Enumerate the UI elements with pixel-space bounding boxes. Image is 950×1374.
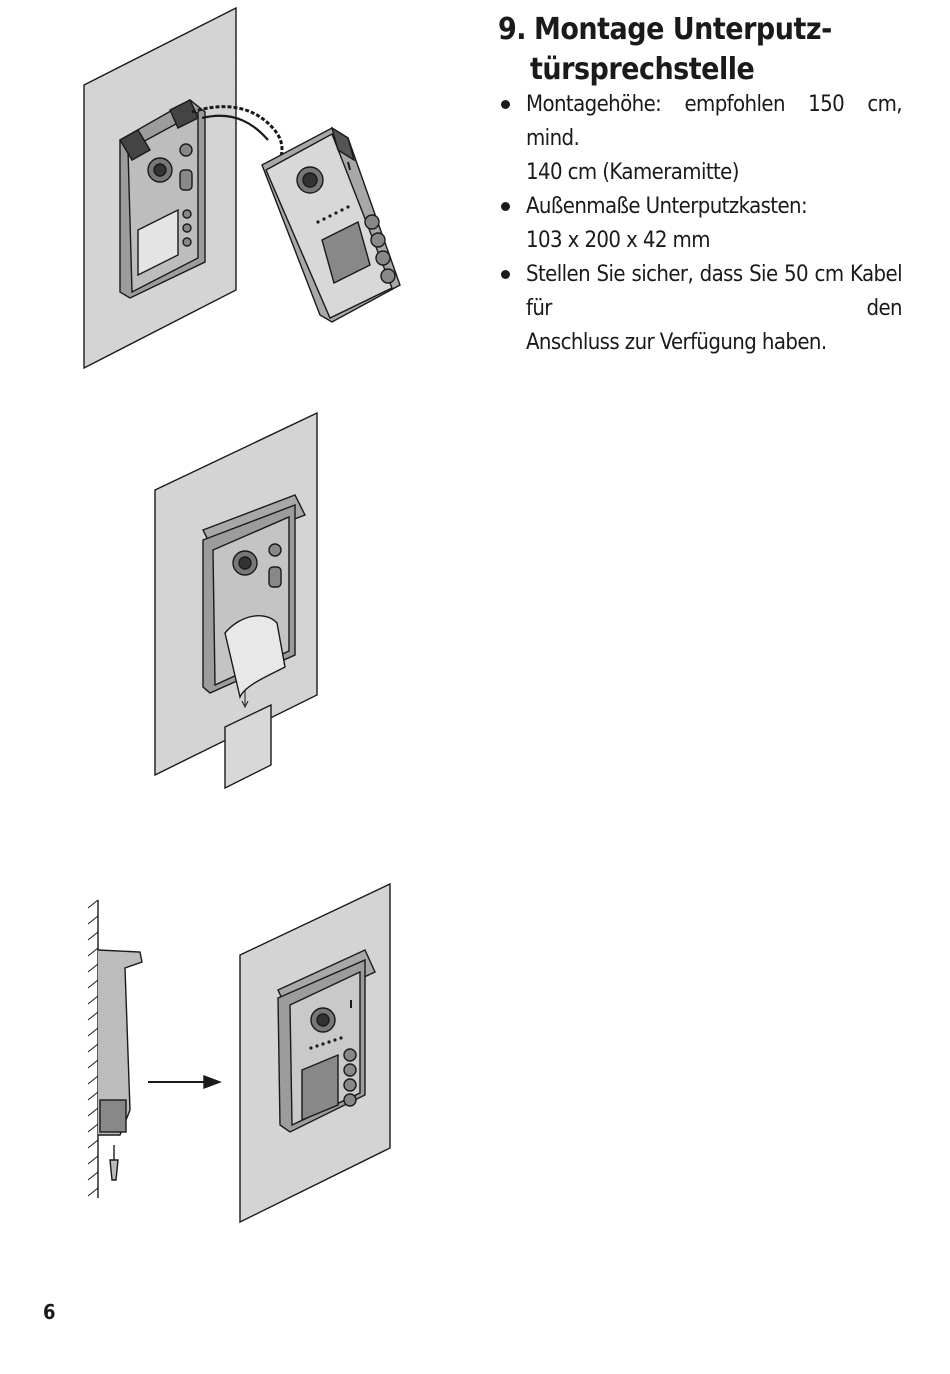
bullet-text-line1: Montagehöhe: empfohlen 150 cm, mind.	[526, 92, 903, 151]
illustration-open-panel	[83, 6, 401, 370]
bullet-text-line2: 140 cm (Kameramitte)	[526, 160, 739, 185]
bullet-text-line2: Anschluss zur Verfügung haben.	[526, 330, 827, 355]
bullet-text-line1: Außenmaße Unterputzkasten:	[526, 194, 808, 219]
page-number: 6	[43, 1300, 56, 1324]
list-item: Außenmaße Unterputzkasten: 103 x 200 x 4…	[498, 190, 902, 258]
bullet-list: Montagehöhe: empfohlen 150 cm, mind. 140…	[498, 88, 903, 360]
illustration-name-card	[154, 411, 318, 790]
section-title-line1: Montage Unterputz-	[534, 12, 832, 47]
section-title-line2: türsprechstelle	[530, 52, 755, 87]
bullet-text-line1: Stellen Sie sicher, dass Sie 50 cm Kabel…	[526, 262, 903, 321]
list-item: Stellen Sie sicher, dass Sie 50 cm Kabel…	[498, 258, 903, 360]
list-item: Montagehöhe: empfohlen 150 cm, mind. 140…	[498, 88, 903, 190]
section-heading: 9.Montage Unterputz- türsprechstelle	[498, 10, 918, 90]
section-number: 9.	[498, 12, 527, 47]
illustration-mounted-panel	[87, 882, 391, 1224]
bullet-text-line2: 103 x 200 x 42 mm	[526, 228, 711, 253]
